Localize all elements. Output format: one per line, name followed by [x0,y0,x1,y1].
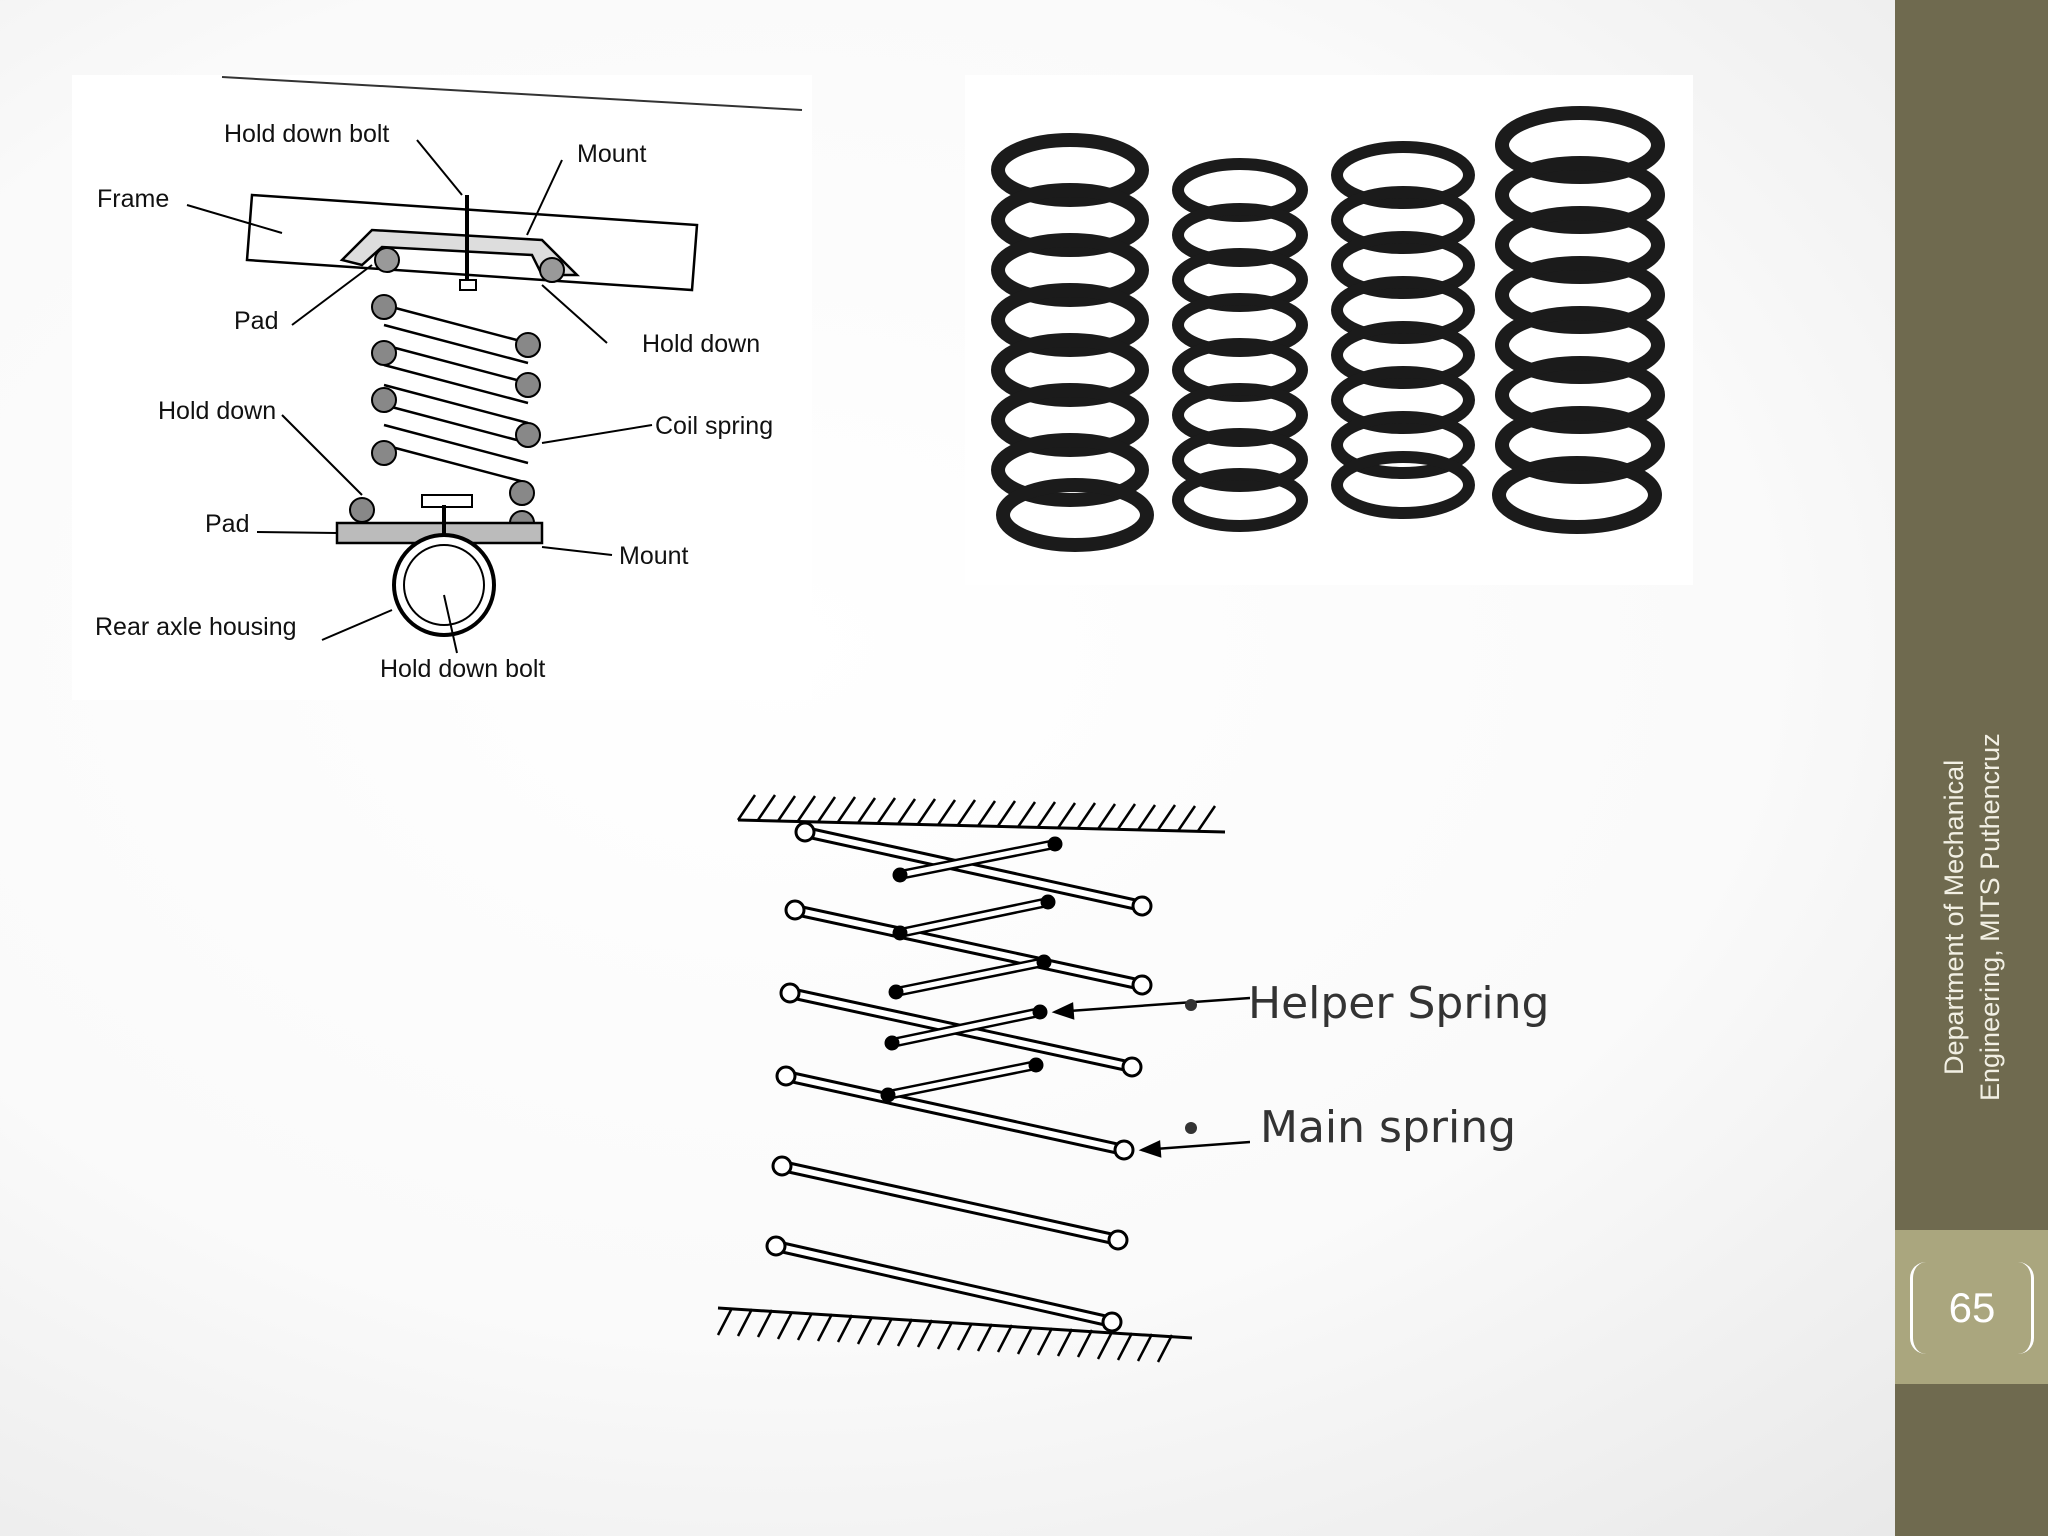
helper-main-spring-diagram [710,780,1251,1380]
caption-helper-spring: Helper Spring [1248,978,1550,1029]
slide-content: Hold down bolt Mount Frame Pad Hold down… [72,75,1693,1380]
page-number: 65 [1948,1284,1996,1331]
sidebar-page-band [1895,1230,2048,1384]
label-hold-down-left: Hold down [158,397,277,425]
label-hold-down-right: Hold down [642,330,761,358]
label-rear-axle-housing: Rear axle housing [95,613,297,641]
suspension-drawing [186,76,803,654]
label-pad-top: Pad [234,307,279,335]
coil-springs-photo [965,75,1693,585]
label-hold-down-bolt-bottom: Hold down bolt [380,655,546,683]
coil-springs-image [991,106,1665,552]
footer-department: Department of Mechanical Engineering, MI… [1939,733,2005,1102]
label-mount-bottom: Mount [619,542,689,570]
label-coil-spring: Coil spring [655,412,774,440]
label-mount-top: Mount [577,140,647,168]
label-hold-down-bolt-top: Hold down bolt [224,120,390,148]
bullet-helper-spring [1185,999,1197,1011]
bullet-main-spring [1185,1122,1197,1134]
label-frame: Frame [97,185,170,213]
coil-spring-suspension-diagram: Hold down bolt Mount Frame Pad Hold down… [72,75,812,700]
helper-spring-drawing [716,794,1251,1363]
page-number-frame [1910,1262,2034,1354]
label-pad-bottom: Pad [205,510,250,538]
caption-main-spring: Main spring [1260,1102,1517,1153]
